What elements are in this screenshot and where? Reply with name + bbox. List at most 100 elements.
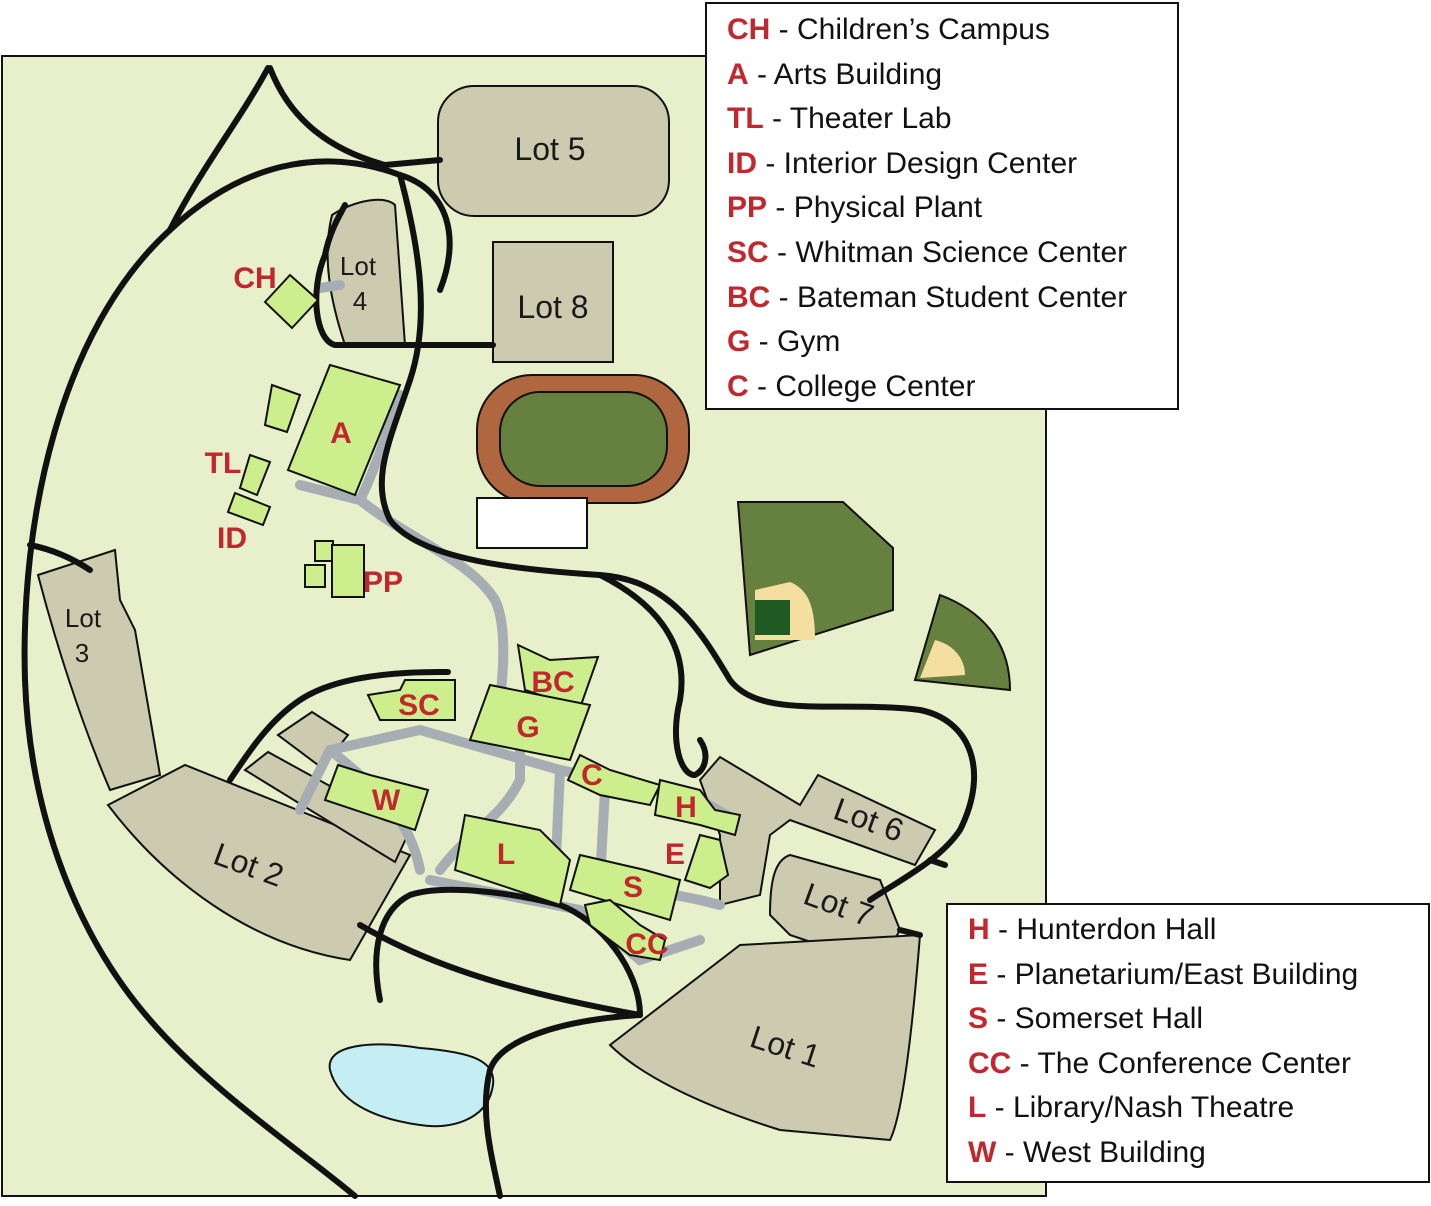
buildings	[226, 273, 742, 962]
legend-code: C	[727, 369, 749, 403]
legend-code: SC	[727, 235, 769, 269]
roads	[21, 65, 977, 1199]
legend-code: CC	[968, 1046, 1012, 1080]
football-field	[499, 391, 668, 487]
lot-6-shape[interactable]	[698, 755, 937, 907]
label-sc: SC	[398, 689, 440, 722]
legend-code: TL	[727, 102, 764, 136]
building-h[interactable]	[653, 778, 742, 837]
label-a: A	[330, 417, 352, 450]
legend-name: - Arts Building	[748, 57, 943, 91]
lot-4-label-line2: 4	[353, 286, 367, 316]
legend-name: - Somerset Hall	[988, 1002, 1204, 1036]
legend-name: - Physical Plant	[767, 191, 983, 225]
building-bc[interactable]	[516, 643, 600, 710]
building-a-annex[interactable]	[263, 383, 302, 434]
building-l[interactable]	[453, 813, 572, 907]
pond	[328, 1043, 495, 1128]
building-labels: CH A TL ID PP SC BC G C H E W L S CC	[205, 262, 697, 961]
building-ch[interactable]	[263, 273, 320, 330]
label-bc: BC	[531, 666, 574, 699]
legend-row: CC - The Conference Center	[968, 1042, 1414, 1087]
label-s: S	[623, 871, 643, 904]
building-cc[interactable]	[583, 898, 667, 962]
lot-3-label-line2: 3	[75, 638, 89, 668]
label-pp: PP	[363, 566, 403, 599]
softball-infield	[920, 640, 965, 678]
label-l: L	[497, 838, 515, 871]
legend-code: E	[968, 957, 989, 991]
baseball-diamond	[755, 600, 790, 635]
building-id[interactable]	[226, 491, 272, 527]
legend-row: E - Planetarium/East Building	[968, 953, 1414, 998]
legend-code: BC	[727, 280, 771, 314]
legend-row: ID - Interior Design Center	[727, 142, 1163, 187]
label-id: ID	[217, 522, 247, 555]
legend-name: - West Building	[996, 1135, 1206, 1169]
legend-code: W	[968, 1135, 997, 1169]
label-w: W	[372, 784, 401, 817]
legend-code: S	[968, 1002, 989, 1036]
legend-code: A	[727, 57, 749, 91]
legend-name: - Interior Design Center	[757, 146, 1078, 180]
label-g: G	[516, 711, 539, 744]
building-s[interactable]	[568, 853, 682, 922]
building-tl[interactable]	[238, 453, 272, 497]
athletic-facilities	[476, 374, 1012, 692]
legend-name: - Hunterdon Hall	[989, 913, 1217, 946]
lot-4-label-line1: Lot	[340, 251, 377, 281]
label-h: H	[675, 791, 697, 824]
label-cc: CC	[625, 928, 668, 961]
legend-name: - The Conference Center	[1011, 1046, 1351, 1080]
legend-row: A - Arts Building	[727, 53, 1163, 98]
legend-row: G - Gym	[727, 320, 1163, 365]
building-c[interactable]	[566, 753, 662, 807]
legend-row: L - Library/Nash Theatre	[968, 1086, 1414, 1131]
lot-2-shape[interactable]	[106, 763, 412, 962]
bleachers	[476, 497, 588, 549]
building-pp-3[interactable]	[331, 544, 365, 598]
building-g[interactable]	[468, 683, 592, 762]
parking-lots	[36, 85, 937, 1142]
legend-code: PP	[727, 191, 768, 225]
legend-code: ID	[727, 146, 757, 180]
legend-name: - Planetarium/East Building	[988, 957, 1359, 991]
legend-row: C - College Center	[727, 365, 1163, 410]
lot-3-shape[interactable]	[36, 548, 162, 792]
legend-code: L	[968, 1091, 987, 1125]
legend-row: BC - Bateman Student Center	[727, 276, 1163, 321]
legend-name: - Children’s Campus	[770, 13, 1050, 46]
building-e[interactable]	[683, 833, 730, 890]
legend-row: W - West Building	[968, 1131, 1414, 1176]
building-w[interactable]	[323, 763, 430, 832]
building-a[interactable]	[286, 363, 402, 497]
lot-8-label: Lot 8	[517, 289, 588, 325]
lot-3-label-line1: Lot	[65, 603, 102, 633]
lot-5-shape[interactable]	[437, 85, 670, 217]
legend-row: TL - Theater Lab	[727, 97, 1163, 142]
label-tl: TL	[205, 447, 242, 480]
label-e: E	[665, 838, 685, 871]
lot-8-shape[interactable]	[492, 241, 614, 363]
legend-name: - Bateman Student Center	[770, 280, 1128, 314]
label-ch: CH	[233, 262, 276, 295]
building-sc[interactable]	[366, 679, 456, 721]
label-c: C	[581, 759, 603, 792]
legend-name: - Gym	[750, 325, 841, 359]
legend-row: S - Somerset Hall	[968, 997, 1414, 1042]
lot-1-shape[interactable]	[608, 933, 922, 1142]
legend-row: H - Hunterdon Hall	[968, 908, 1414, 953]
legend-code: G	[727, 325, 751, 359]
legend-code: H	[968, 913, 990, 946]
legend-code: CH	[727, 13, 771, 46]
legend-name: - Whitman Science Center	[768, 235, 1128, 269]
legend-name: - Theater Lab	[763, 102, 952, 136]
legend-row: SC - Whitman Science Center	[727, 231, 1163, 276]
building-pp-2[interactable]	[304, 564, 326, 588]
legend-row: CH - Children’s Campus	[727, 8, 1163, 53]
lot-5-label: Lot 5	[514, 131, 585, 167]
legend-name: - College Center	[748, 369, 976, 403]
building-pp-1[interactable]	[314, 540, 334, 562]
